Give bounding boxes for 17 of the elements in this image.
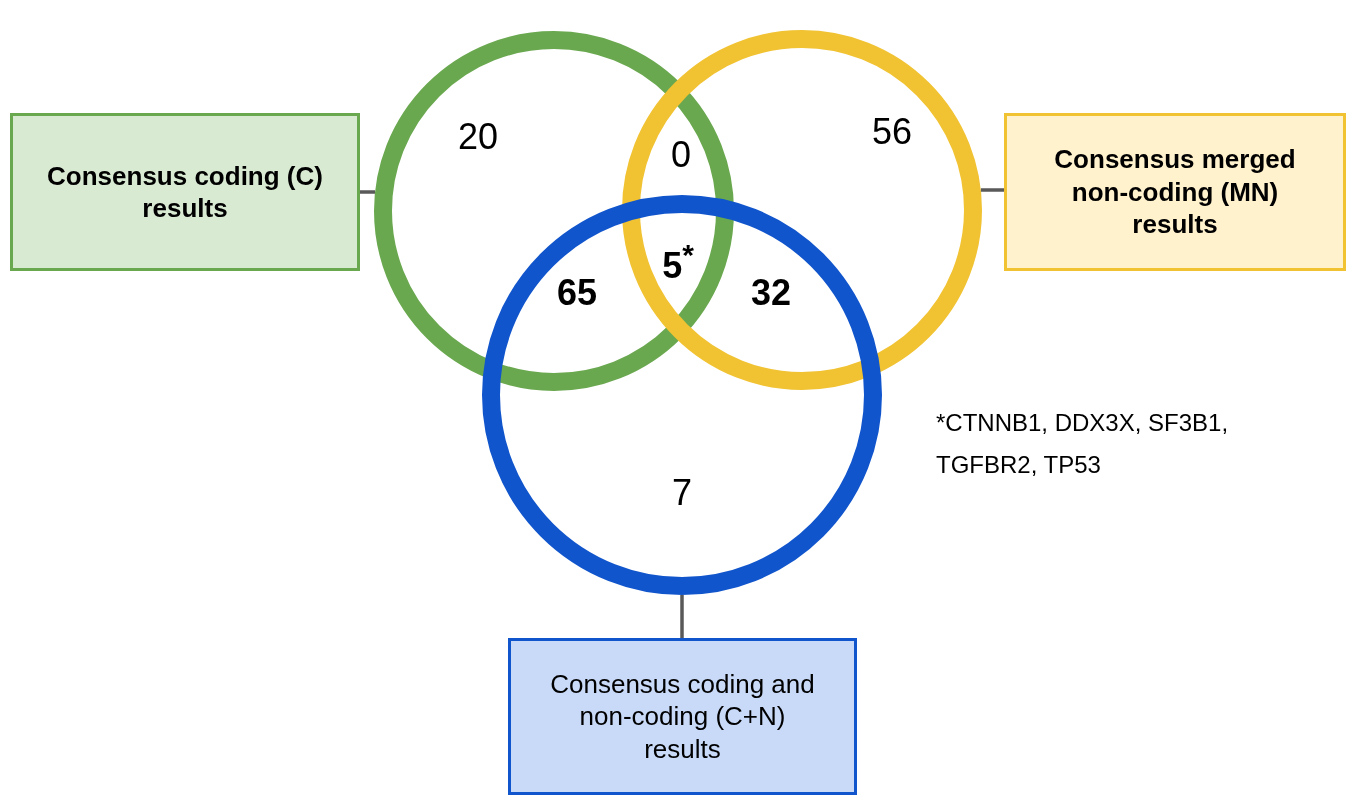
count-label: 5$^{*}$ <box>662 237 694 287</box>
leader-line <box>980 188 1004 192</box>
leader-line <box>680 595 684 638</box>
footnote: *CTNNB1, DDX3X, SF3B1, TGFBR2, TP53 <box>936 408 1230 480</box>
box-label: Consensus merged non-coding (MN) results <box>1053 143 1297 241</box>
count-label: 56 <box>872 111 912 153</box>
label-box <box>10 113 360 271</box>
count-label: 32 <box>751 272 791 314</box>
leader-line <box>360 190 375 194</box>
count-label: 0 <box>671 134 691 176</box>
box-label: Consensus coding and non-coding (C+N) results <box>549 667 816 766</box>
count-label: 65 <box>557 272 597 314</box>
count-label: 20 <box>458 116 498 158</box>
label-box <box>1004 113 1346 271</box>
count-label: 7 <box>672 472 692 514</box>
box-label: Consensus coding (C) results <box>46 159 324 225</box>
label-box <box>508 638 857 795</box>
